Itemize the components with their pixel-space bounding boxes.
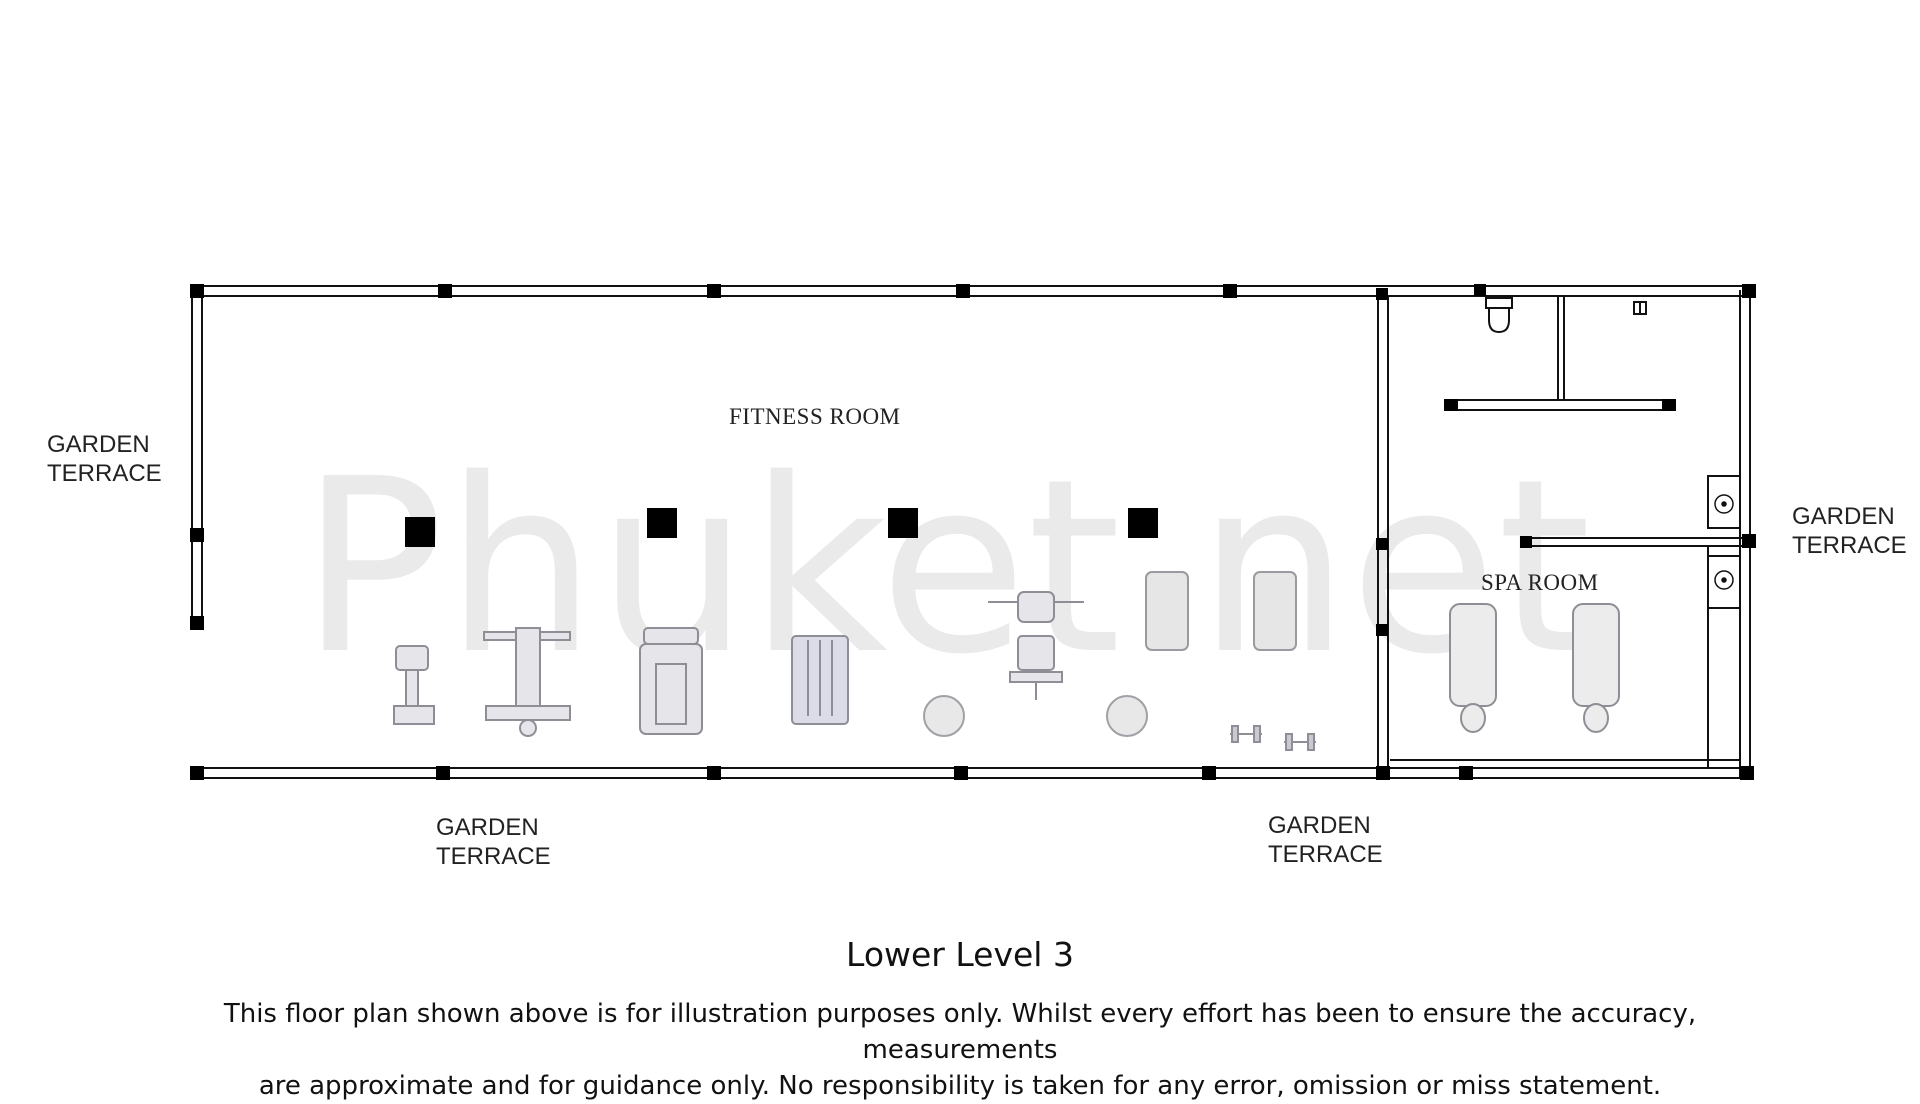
weight-machine-icon (483, 627, 571, 737)
weight-bench-icon (988, 591, 1084, 700)
shower-icon (1633, 301, 1647, 315)
terrace-label-left-line2: TERRACE (47, 460, 162, 487)
disclaimer-line-2: are approximate and for guidance only. N… (258, 1071, 1662, 1101)
toilet-icon (1485, 297, 1513, 334)
floor-plan: Phuket.net (47, 284, 1907, 870)
outer-walls (191, 285, 1751, 779)
structural-columns (405, 508, 1158, 547)
terrace-label-right-line2: TERRACE (1792, 532, 1907, 559)
basin-icon (1714, 494, 1734, 590)
yoga-mat-icon (1145, 571, 1297, 651)
plan-title: Lower Level 3 (846, 935, 1074, 974)
terrace-label-left-line1: GARDEN (47, 431, 150, 458)
disclaimer-line-1: This floor plan shown above is for illus… (223, 999, 1697, 1065)
spa-interior-walls (1390, 296, 1742, 768)
terrace-label-bottom-left-line2: TERRACE (436, 843, 551, 870)
spa-wall-posts (1444, 399, 1676, 548)
treadmill-icon (791, 635, 849, 725)
cable-machine-icon (639, 627, 703, 735)
terrace-label-right-line1: GARDEN (1792, 503, 1895, 530)
fitness-room-label: FITNESS ROOM (729, 404, 901, 429)
watermark: Phuket.net (300, 427, 1591, 707)
wall-posts (190, 284, 1756, 780)
exercise-ball-icon (923, 695, 1148, 737)
exercise-bike-icon (393, 645, 435, 725)
terrace-label-bottom-right-line1: GARDEN (1268, 812, 1371, 839)
disclaimer: This floor plan shown above is for illus… (160, 996, 1760, 1104)
terrace-label-bottom-right-line2: TERRACE (1268, 841, 1383, 868)
massage-bed-icon (1449, 603, 1620, 733)
dumbbell-icon (1230, 725, 1316, 751)
spa-room-label: SPA ROOM (1481, 570, 1599, 595)
terrace-label-bottom-left-line1: GARDEN (436, 814, 539, 841)
